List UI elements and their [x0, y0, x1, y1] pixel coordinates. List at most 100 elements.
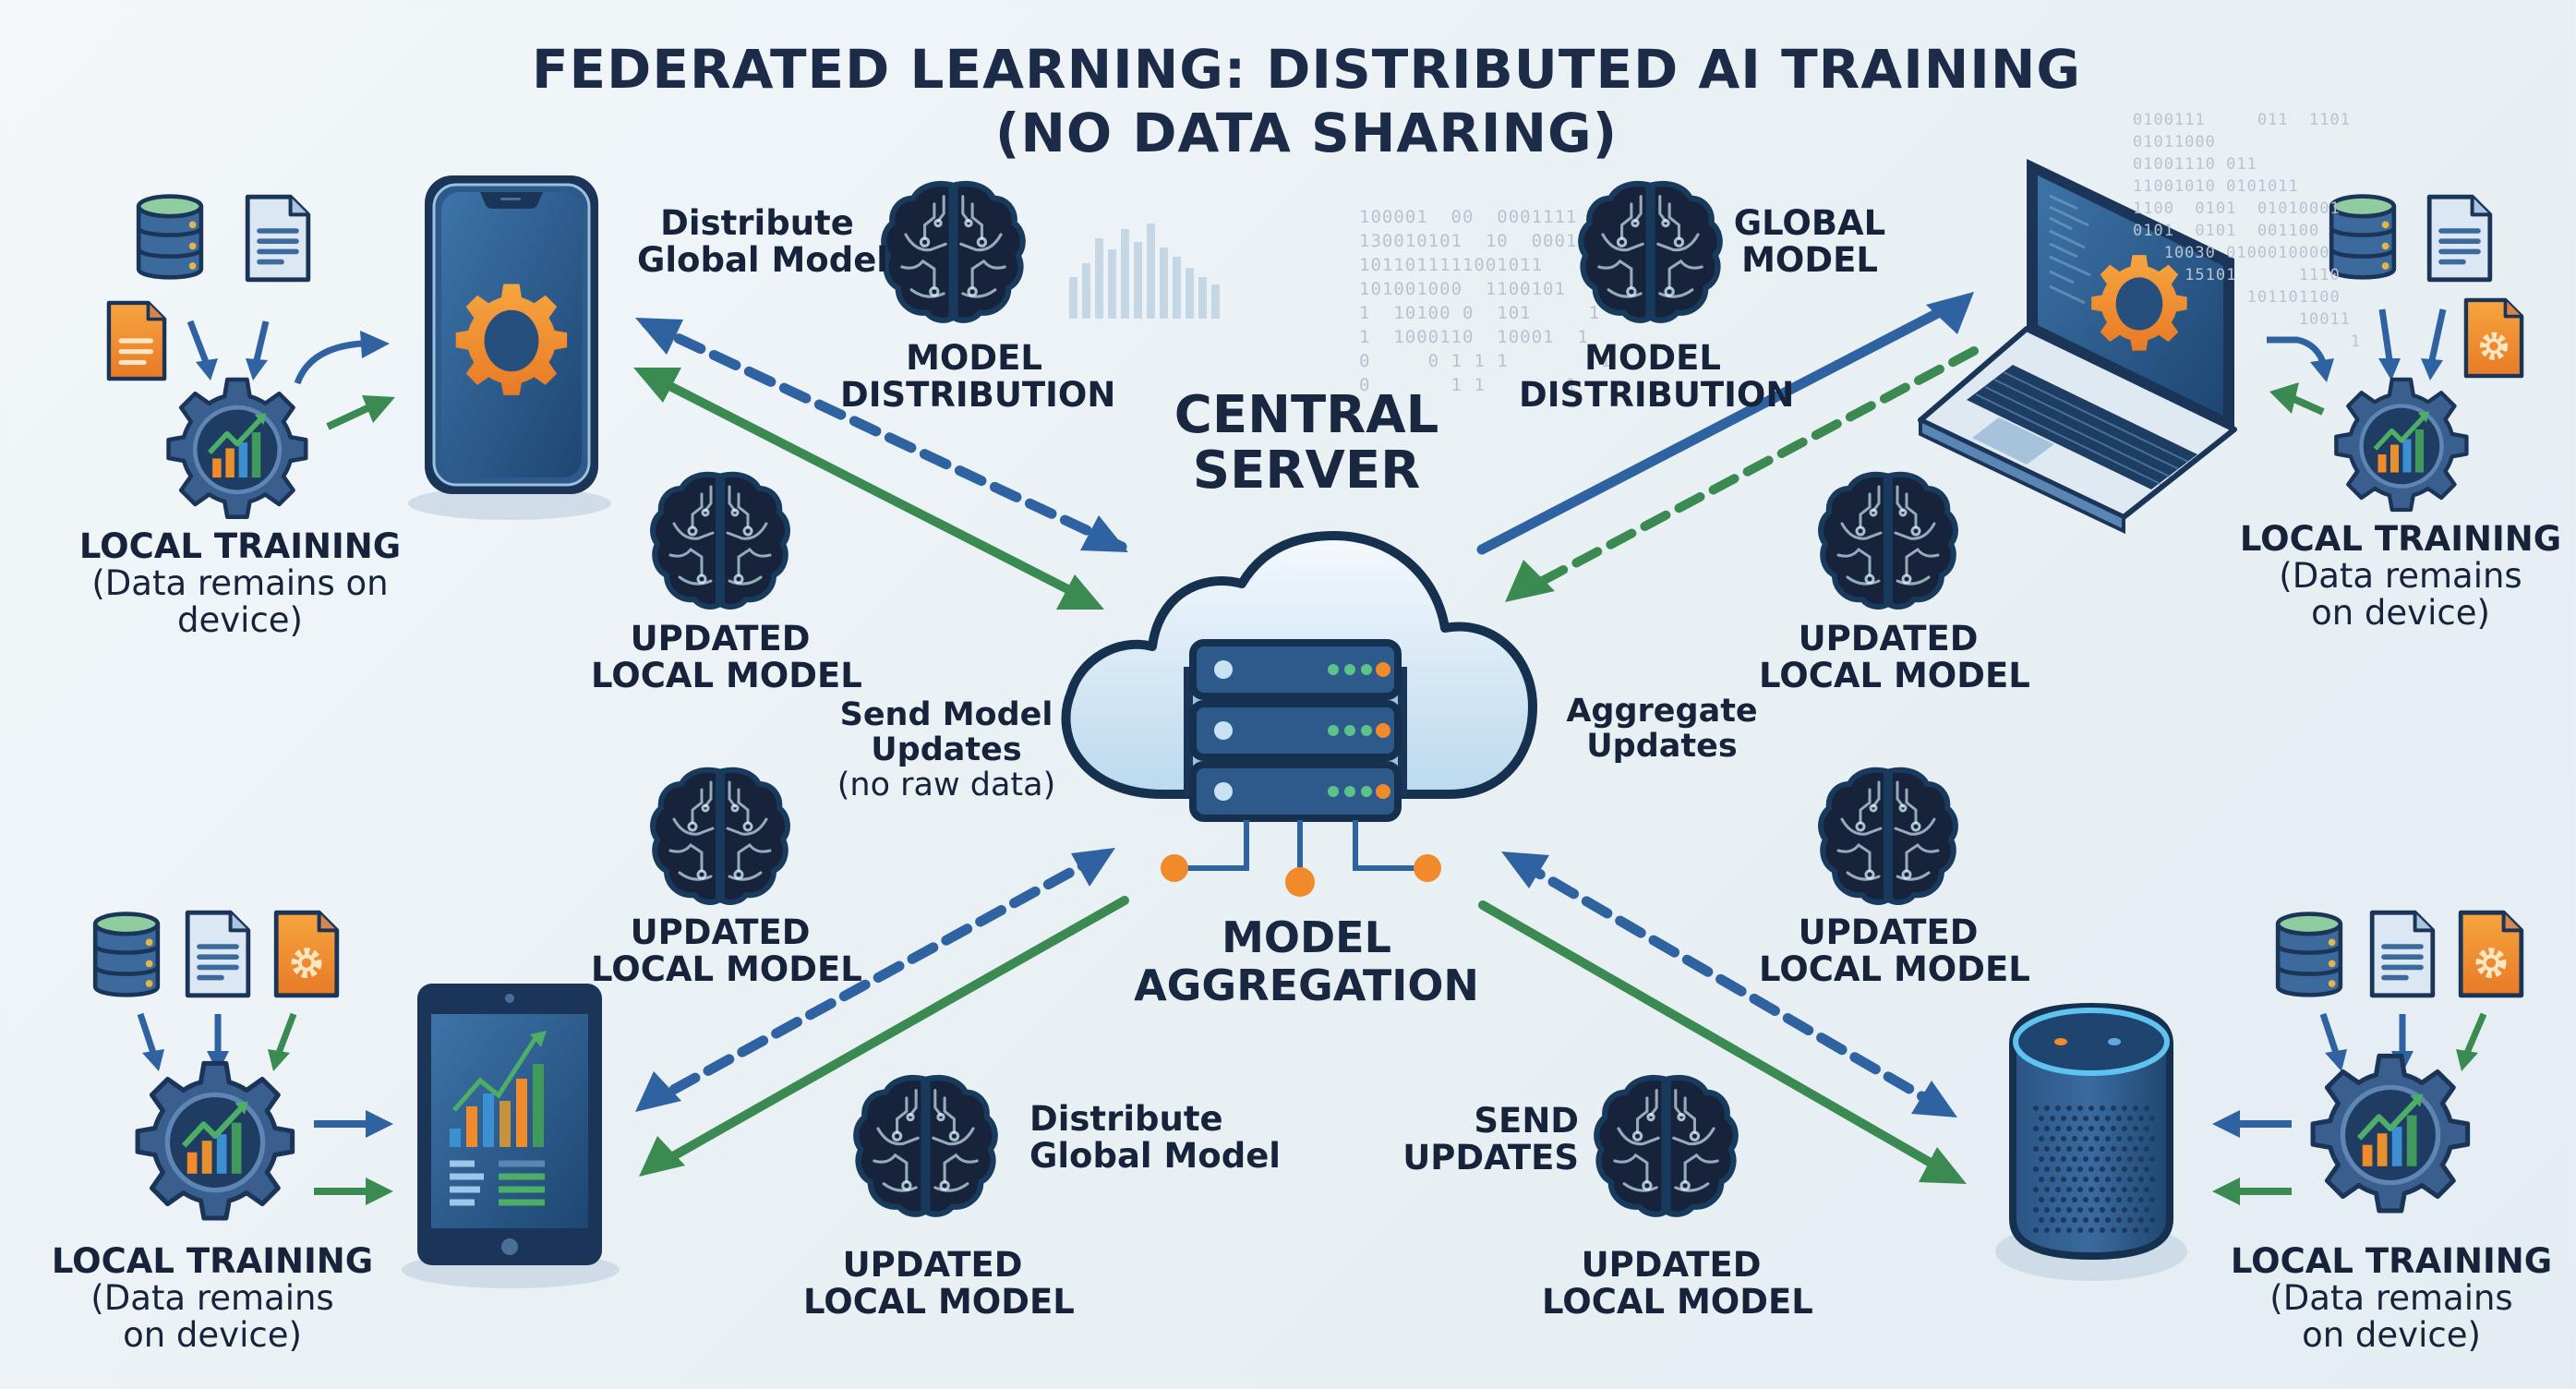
grille-hole — [2072, 1156, 2077, 1162]
grille-hole — [2033, 1105, 2039, 1111]
grille-hole — [2066, 1146, 2072, 1152]
grille-hole — [2072, 1217, 2077, 1223]
local-training-caption-bottom-right: LOCAL TRAINING (Data remains on device) — [2225, 1243, 2558, 1354]
grille-hole — [2133, 1146, 2138, 1152]
label-line-1: Distribute — [1029, 1099, 1223, 1139]
grille-hole — [2111, 1105, 2116, 1111]
updated-local-model-label: UPDATED LOCAL MODEL — [591, 914, 862, 989]
grille-hole — [2066, 1227, 2072, 1233]
arrow-phone-update-to-server — [642, 369, 1094, 605]
local-model-brain-icon — [653, 770, 788, 902]
label-line-2: DISTRIBUTION — [1519, 374, 1795, 415]
caption-title: LOCAL TRAINING — [2239, 519, 2562, 559]
title-line-1: FEDERATED LEARNING: DISTRIBUTED AI TRAIN… — [531, 38, 2082, 101]
grille-hole — [2105, 1217, 2111, 1223]
grille-hole — [2100, 1105, 2105, 1111]
aggregation-line-2: AGGREGATION — [1134, 960, 1479, 1010]
grille-hole — [2061, 1177, 2066, 1182]
grille-hole — [2116, 1116, 2122, 1121]
grille-hole — [2055, 1105, 2061, 1111]
grille-hole — [2105, 1177, 2111, 1182]
document-icon — [187, 912, 248, 996]
distribute-global-model-label: Distribute Global Model — [1029, 1099, 1281, 1175]
smart-speaker-device — [1995, 1002, 2187, 1281]
aggregate-updates-note: Aggregate Updates — [1551, 694, 1773, 765]
local-model-brain-icon — [1821, 770, 1956, 902]
flow-arrows — [633, 292, 1979, 1184]
label-line-2: LOCAL MODEL — [591, 948, 862, 989]
document-icon — [2372, 912, 2433, 996]
grille-hole — [2077, 1187, 2083, 1192]
grille-hole — [2061, 1116, 2066, 1121]
label-line-2: LOCAL MODEL — [591, 655, 862, 695]
label-line-2: LOCAL MODEL — [1542, 1281, 1813, 1322]
label-line-1: UPDATED — [842, 1245, 1023, 1285]
arrow-distribute-to-phone — [641, 318, 1127, 552]
label-line-1: MODEL — [906, 338, 1042, 378]
grille-hole — [2138, 1197, 2144, 1202]
grille-hole — [2066, 1126, 2072, 1131]
grille-hole — [2077, 1207, 2083, 1213]
caption-sub: device) — [177, 599, 303, 640]
global-model-label: GLOBAL MODEL — [1727, 205, 1893, 279]
central-server-cloud — [1061, 531, 1537, 897]
grille-hole — [2050, 1177, 2055, 1182]
label-line-1: UPDATED — [1581, 1245, 1762, 1285]
grille-hole — [2144, 1227, 2149, 1233]
tablet-chart — [450, 1031, 547, 1206]
grille-hole — [2039, 1177, 2044, 1182]
network-node — [1414, 854, 1441, 882]
grille-hole — [2116, 1217, 2122, 1223]
label-line-2: UPDATES — [1402, 1137, 1579, 1178]
grille-hole — [2039, 1217, 2044, 1223]
grille-hole — [2088, 1227, 2094, 1233]
title-line-2: (NO DATA SHARING) — [994, 101, 1619, 164]
arrow-server-to-tablet — [643, 849, 1109, 1109]
updated-local-model-label: UPDATED LOCAL MODEL — [1759, 914, 2030, 989]
grille-hole — [2061, 1136, 2066, 1141]
grille-hole — [2133, 1207, 2138, 1213]
label-line-1: UPDATED — [1798, 619, 1979, 658]
grille-hole — [2083, 1197, 2088, 1202]
speaker-grille — [2033, 1105, 2155, 1233]
arrowhead — [1071, 848, 1115, 887]
local-model-brain-icon — [653, 475, 788, 607]
grille-hole — [2111, 1207, 2116, 1213]
arrow-tablet-update-to-server — [647, 896, 1129, 1173]
grille-hole — [2105, 1197, 2111, 1202]
arrowhead — [635, 1071, 681, 1112]
grille-hole — [2044, 1166, 2050, 1172]
label-line-2: LOCAL MODEL — [1759, 948, 2030, 989]
grille-hole — [2050, 1217, 2055, 1223]
label-line-1: UPDATED — [630, 619, 811, 658]
grille-hole — [2039, 1136, 2044, 1141]
grille-hole — [2100, 1227, 2105, 1233]
grille-hole — [2066, 1166, 2072, 1172]
server-unit — [1189, 639, 1402, 700]
local-model-brain-icon — [1821, 475, 1956, 607]
grille-hole — [2138, 1156, 2144, 1162]
grille-hole — [2072, 1197, 2077, 1202]
caption-sub: on device) — [123, 1314, 302, 1355]
arrowhead — [1505, 560, 1555, 602]
grille-hole — [2094, 1116, 2100, 1121]
label-line-2: LOCAL MODEL — [1759, 655, 2030, 695]
grille-hole — [2050, 1197, 2055, 1202]
grille-hole — [2138, 1217, 2144, 1223]
caption-title: LOCAL TRAINING — [78, 526, 402, 566]
updated-local-model-label: UPDATED LOCAL MODEL — [803, 1245, 1075, 1321]
grille-hole — [2122, 1126, 2127, 1131]
grille-hole — [2144, 1187, 2149, 1192]
grille-hole — [2088, 1146, 2094, 1152]
grille-hole — [2039, 1116, 2044, 1121]
grille-hole — [2149, 1217, 2155, 1223]
updated-local-model-label: UPDATED LOCAL MODEL — [591, 619, 862, 695]
data-sources-bottom-right — [2212, 912, 2522, 1211]
grille-hole — [2033, 1207, 2039, 1213]
grille-hole — [2055, 1227, 2061, 1233]
network-node — [1285, 867, 1315, 897]
grille-hole — [2127, 1217, 2133, 1223]
note-line-1: Aggregate — [1566, 693, 1758, 730]
grille-hole — [2105, 1156, 2111, 1162]
binary-decoration: 100001 00 0001111 130010101 10 0001 1011… — [1359, 207, 1612, 395]
